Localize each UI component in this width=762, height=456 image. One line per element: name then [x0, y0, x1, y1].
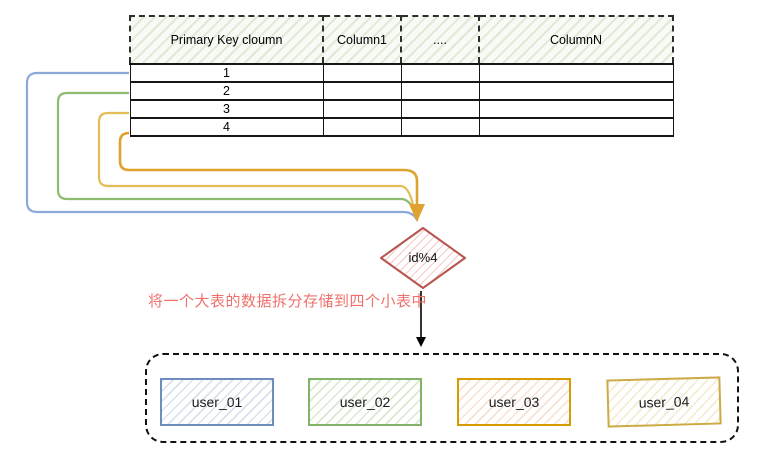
annotation-text: 将一个大表的数据拆分存储到四个小表中 [148, 293, 428, 310]
table-cell [400, 117, 480, 137]
column-header-primary-key: Primary Key cloumn [129, 15, 324, 65]
source-table-header: Primary Key cloumn Column1 .... ColumnN [129, 15, 674, 65]
column-header-dots: .... [400, 15, 480, 65]
table-cell [322, 99, 402, 119]
table-row: 2 [129, 81, 674, 101]
shard-box-user-02: user_02 [308, 378, 422, 426]
table-cell [400, 99, 480, 119]
row2-to-diamond-arrow [56, 91, 418, 220]
shard-box-user-01: user_01 [160, 378, 274, 426]
table-cell [322, 81, 402, 101]
shard-box-user-04: user_04 [606, 376, 722, 428]
shard-group-container: user_01 user_02 user_03 user_04 [145, 353, 739, 443]
table-cell [478, 63, 674, 83]
column-header-column1: Column1 [322, 15, 402, 65]
table-cell [478, 117, 674, 137]
row1-to-diamond-arrow [25, 71, 419, 222]
row3-to-diamond-arrow [97, 111, 417, 218]
source-table: Primary Key cloumn Column1 .... ColumnN … [129, 15, 674, 137]
funnel-arrowhead-icon [409, 204, 425, 222]
mod-diamond-label: id%4 [408, 250, 438, 265]
shard-box-user-03: user_03 [457, 378, 571, 426]
table-cell-id: 1 [129, 63, 324, 83]
table-row: 3 [129, 99, 674, 119]
dispatch-arrowhead-icon [416, 337, 426, 347]
table-cell [322, 117, 402, 137]
table-cell [400, 63, 480, 83]
table-cell [322, 63, 402, 83]
table-cell-id: 2 [129, 81, 324, 101]
table-cell [478, 81, 674, 101]
table-cell [478, 99, 674, 119]
table-row: 4 [129, 117, 674, 137]
table-cell [400, 81, 480, 101]
table-cell-id: 3 [129, 99, 324, 119]
mod-diamond-shape [380, 227, 466, 289]
column-header-columnN: ColumnN [478, 15, 674, 65]
table-row: 1 [129, 63, 674, 83]
table-cell-id: 4 [129, 117, 324, 137]
row4-to-diamond-arrow [118, 131, 419, 208]
